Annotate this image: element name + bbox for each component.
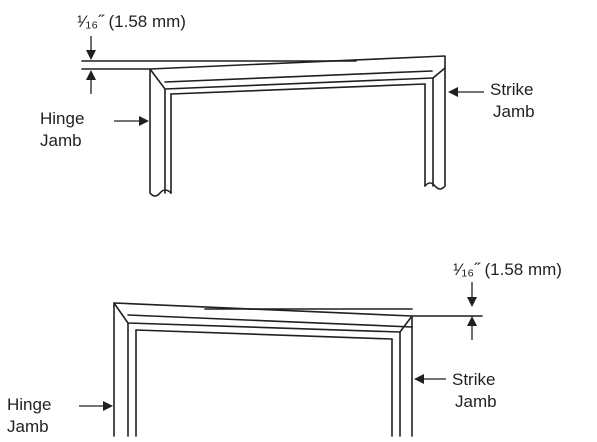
bottom-frame-figure: ¹⁄₁₆˝ (1.58 mm) [7, 260, 562, 437]
bottom-hinge-label-line2: Jamb [7, 417, 49, 436]
top-frame-figure: ¹⁄₁₆˝ (1.58 mm) [40, 12, 535, 197]
top-gap-dimension-arrows [86, 36, 96, 94]
top-strike-label-line1: Strike [490, 80, 533, 99]
bottom-strike-label-line1: Strike [452, 370, 495, 389]
top-hinge-jamb [149, 68, 172, 197]
top-gap-label: ¹⁄₁₆˝ (1.58 mm) [77, 12, 186, 31]
bottom-gap-label: ¹⁄₁₆˝ (1.58 mm) [453, 260, 562, 279]
top-strike-jamb [424, 67, 446, 190]
top-head-jamb [149, 55, 446, 95]
bottom-strike-jamb [391, 315, 413, 437]
top-strike-jamb-callout: Strike Jamb [448, 80, 535, 121]
bottom-gap-dimension-arrows [467, 282, 477, 340]
bottom-hinge-label-line1: Hinge [7, 395, 51, 414]
top-hinge-jamb-callout: Hinge Jamb [40, 109, 149, 150]
top-strike-label-line2: Jamb [493, 102, 535, 121]
bottom-strike-label-line2: Jamb [455, 392, 497, 411]
top-hinge-label-line1: Hinge [40, 109, 84, 128]
bottom-hinge-jamb [113, 302, 137, 437]
top-hinge-label-line2: Jamb [40, 131, 82, 150]
bottom-strike-jamb-callout: Strike Jamb [414, 370, 497, 411]
bottom-hinge-jamb-callout: Hinge Jamb [7, 395, 113, 436]
